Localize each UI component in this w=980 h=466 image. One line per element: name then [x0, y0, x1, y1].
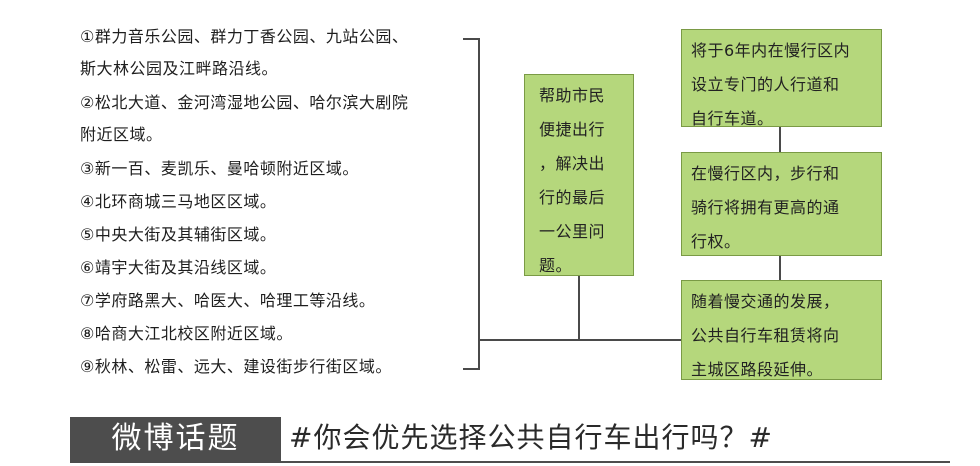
- priority-connector: [779, 256, 781, 280]
- expansion-line: 公共自行车租赁将向: [691, 326, 840, 345]
- goal-line: 帮助市民: [539, 86, 606, 105]
- area-item: ⑧哈商大江北校区附近区域。: [80, 324, 293, 343]
- goal-line: 便捷出行: [539, 120, 606, 139]
- goal-line: 一公里问: [539, 222, 606, 241]
- weibo-topic-label: 微博话题: [70, 417, 281, 461]
- footer-divider: [70, 461, 950, 463]
- plan-line: 自行车道。: [691, 109, 774, 128]
- bracket-vertical: [478, 38, 480, 370]
- goal-line: 行的最后: [539, 188, 606, 207]
- goal-line: 题。: [539, 256, 573, 275]
- area-item: ②松北大道、金河湾湿地公园、哈尔滨大剧院: [80, 93, 409, 112]
- area-item: ⑨秋林、松雷、远大、建设街步行街区域。: [80, 357, 392, 376]
- area-item: ⑤中央大街及其辅街区域。: [80, 225, 277, 244]
- area-item: ③新一百、麦凯乐、曼哈顿附近区域。: [80, 159, 359, 178]
- weibo-topic-text[interactable]: #你会优先选择公共自行车出行吗？#: [289, 421, 773, 454]
- priority-line: 骑行将拥有更高的通: [691, 198, 840, 217]
- area-item: 斯大林公园及江畔路沿线。: [80, 59, 279, 78]
- priority-line: 在慢行区内，步行和: [691, 164, 840, 183]
- goal-line: ，解决出: [539, 154, 606, 173]
- plan-connector: [779, 127, 781, 152]
- expansion-line: 主城区路段延伸。: [691, 360, 824, 379]
- plan-line: 将于6年内在慢行区内: [691, 41, 851, 60]
- expansion-line: 随着慢交通的发展，: [691, 292, 840, 311]
- area-item: ⑥靖宇大街及其沿线区域。: [80, 258, 277, 277]
- plan-line: 设立专门的人行道和: [691, 75, 840, 94]
- area-item: 附近区域。: [80, 125, 163, 144]
- bracket-top-tick: [463, 38, 479, 40]
- area-item: ①群力音乐公园、群力丁香公园、九站公园、: [80, 27, 409, 46]
- priority-box: 在慢行区内，步行和 骑行将拥有更高的通 行权。: [681, 152, 882, 256]
- area-item: ④北环商城三马地区区域。: [80, 192, 277, 211]
- goal-connector: [578, 276, 580, 340]
- plan-box: 将于6年内在慢行区内 设立专门的人行道和 自行车道。: [681, 29, 882, 128]
- connector-trunk: [478, 339, 781, 341]
- bracket-bottom-tick: [463, 368, 479, 370]
- goal-box: 帮助市民 便捷出行 ，解决出 行的最后 一公里问 题。: [524, 74, 634, 276]
- priority-line: 行权。: [691, 232, 741, 251]
- area-item: ⑦学府路黑大、哈医大、哈理工等沿线。: [80, 291, 376, 310]
- expansion-box: 随着慢交通的发展， 公共自行车租赁将向 主城区路段延伸。: [681, 280, 882, 380]
